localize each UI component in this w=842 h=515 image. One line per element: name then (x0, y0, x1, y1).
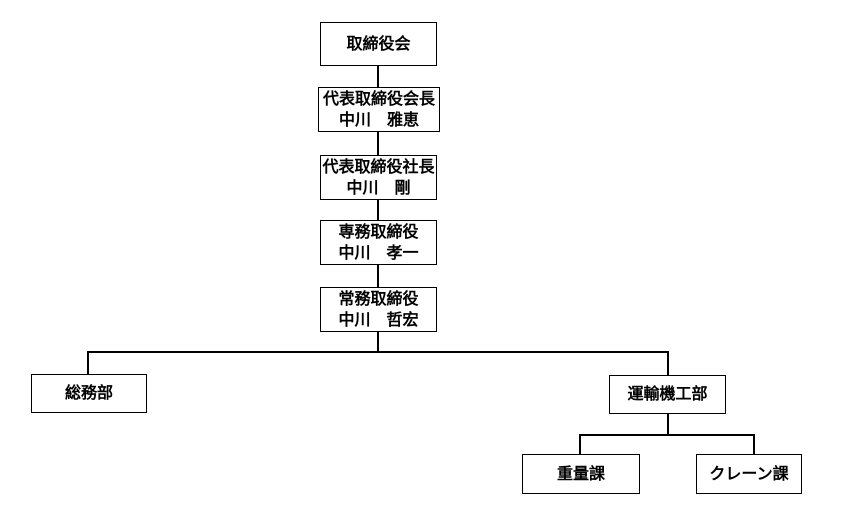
node-person-name: 中川 孝一 (338, 244, 419, 262)
node-title: 総務部 (64, 385, 113, 402)
node-crane-section: クレーン課 (696, 454, 802, 494)
node-title: 代表取締役社長 (322, 158, 435, 176)
node-title: 取締役会 (346, 35, 411, 53)
connector-line (377, 199, 379, 221)
node-transport-machinery-dept: 運輸機工部 (609, 375, 726, 414)
node-managing-director: 常務取締役 中川 哲宏 (320, 287, 437, 332)
node-title: 代表取締役会長 (322, 90, 435, 108)
node-person-name: 中川 剛 (346, 179, 411, 197)
node-title: 重量課 (556, 465, 605, 483)
connector-line (377, 65, 379, 88)
node-title: 専務取締役 (338, 223, 419, 241)
node-senior-managing-director: 専務取締役 中川 孝一 (320, 220, 437, 265)
connector-line (579, 434, 755, 436)
node-title: クレーン課 (709, 465, 789, 483)
node-general-affairs-dept: 総務部 (31, 374, 147, 413)
node-person-name: 中川 雅恵 (338, 111, 419, 129)
connector-line (753, 434, 755, 455)
node-representative-chairman: 代表取締役会長 中川 雅恵 (318, 87, 440, 132)
node-representative-president: 代表取締役社長 中川 剛 (320, 155, 437, 200)
connector-line (377, 264, 379, 288)
connector-line (87, 351, 669, 353)
connector-line (377, 131, 379, 156)
connector-line (667, 413, 669, 435)
connector-line (579, 434, 581, 455)
node-title: 常務取締役 (338, 290, 419, 308)
node-heavy-weight-section: 重量課 (522, 454, 640, 494)
connector-line (87, 351, 89, 375)
node-person-name: 中川 哲宏 (338, 311, 419, 329)
connector-line (667, 351, 669, 376)
node-board-of-directors: 取締役会 (320, 22, 437, 66)
connector-line (377, 331, 379, 352)
node-title: 運輸機工部 (627, 386, 708, 403)
